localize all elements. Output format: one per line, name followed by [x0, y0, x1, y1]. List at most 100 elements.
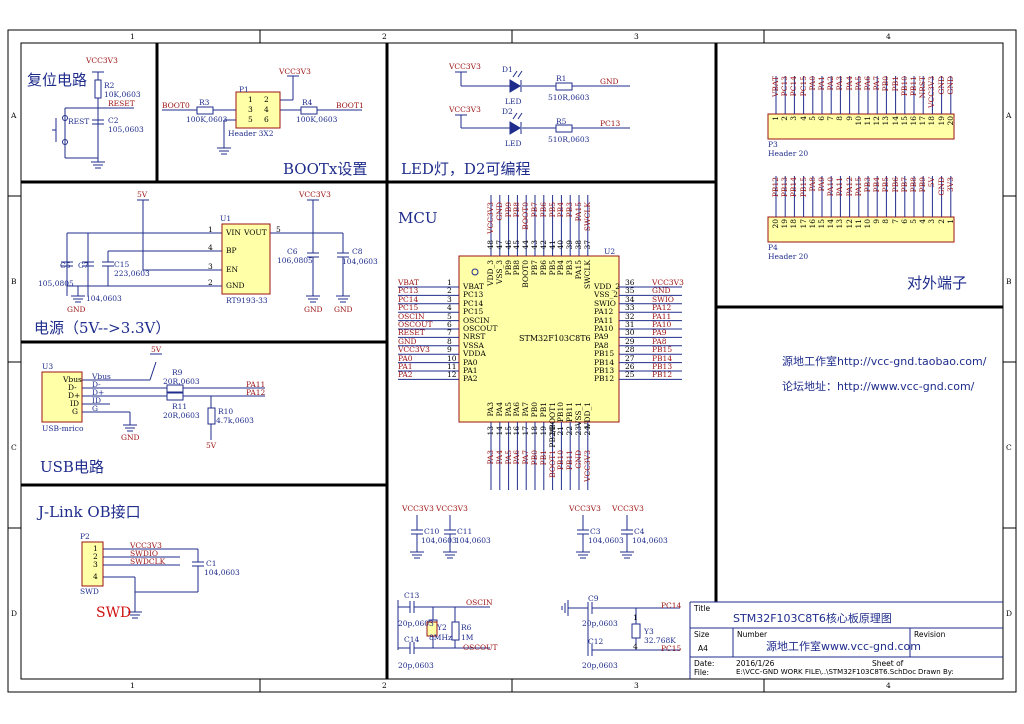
p4-net-1: PB12	[771, 177, 780, 198]
p3-net-18: VCC3V3	[927, 76, 937, 108]
mcu-right-net-34: SWIO	[652, 294, 674, 304]
mcu-bottom-pinnum-24: 24	[582, 426, 592, 436]
mcu-bottom-pin-16: PA6	[512, 402, 522, 417]
led-pc13-net: PC13	[600, 119, 621, 128]
usb-pa11-net: PA11	[246, 380, 266, 389]
mcu-bottom-pin-13: PA3	[486, 402, 495, 417]
section-title-swd: SWD	[96, 605, 132, 621]
tb-number-label: Number	[737, 630, 768, 639]
jlink-swdio-net: SWDIO	[130, 549, 158, 558]
p3-net-7: PA2	[826, 76, 836, 91]
power-gnd-2: GND	[304, 305, 323, 314]
boot-vcc-label: VCC3V3	[279, 67, 311, 76]
tb-file-label: File:	[694, 668, 710, 677]
mcu-top-pin-38: PA15	[574, 260, 583, 280]
tb-date-value: 2016/1/26	[736, 659, 775, 668]
r6-value: 1M	[461, 633, 474, 642]
mcu-bottom-net-15: PA5	[503, 450, 513, 465]
p3-pinnum-19: 19	[936, 116, 946, 126]
mcu-bottom-pin-17: PA7	[521, 402, 531, 417]
c1-value: 104,0603	[204, 568, 240, 577]
p2-pin-1: 1	[93, 544, 98, 553]
mcu-left-pinnum-8: 8	[447, 336, 452, 346]
r2-ref: R2	[104, 81, 115, 90]
p2-ref: P2	[80, 532, 90, 541]
mcu-top-net-37: SWCLK	[582, 202, 592, 232]
mcu-top-pin-43: PB7	[530, 260, 539, 276]
mcu-left-pin-4: PC15	[463, 307, 484, 317]
r2-value: 10K,0603	[104, 90, 141, 99]
mcu-top-pin-37: SWCLK	[582, 260, 592, 290]
usb-pa12-net: PA12	[246, 388, 266, 397]
mcu-left-net-2: PC13	[398, 286, 419, 296]
mcu-left-net-12: PA2	[398, 370, 413, 380]
p2-pin-3: 3	[93, 560, 98, 569]
mcu-right-pin-30: PA9	[594, 332, 609, 342]
p3-pinnum-16: 16	[909, 116, 918, 126]
p4-net-18: 5V	[927, 177, 937, 188]
xtal-pc14-net: PC14	[661, 601, 682, 610]
p4-value: Header 20	[768, 252, 809, 261]
mcu-left-pinnum-9: 9	[447, 345, 452, 355]
mcu-bottom-net-23: GND	[574, 450, 583, 469]
usb-wire-vbus: Vbus	[92, 372, 111, 381]
p2-pin-2: 2	[93, 552, 98, 561]
p3-pinnum-6: 6	[817, 116, 826, 121]
mcu-right-pinnum-30: 30	[625, 328, 635, 338]
boot0-net: BOOT0	[162, 101, 190, 110]
mcu-bottom-net-20: BOOT1	[547, 450, 557, 478]
r9-value: 20R,0603	[163, 377, 200, 386]
c6-value: 106,0805	[277, 256, 313, 265]
c10-value: 104,0603	[421, 536, 457, 545]
c2-ref: C2	[108, 116, 119, 125]
p4-net-6: PA9	[817, 177, 826, 192]
p3-net-12: PA7	[872, 76, 882, 91]
usb-pin-vbus: Vbus	[63, 375, 82, 384]
p4-pinnum-8: 8	[881, 219, 891, 224]
mcu-top-pinnum-48: 48	[486, 240, 495, 250]
p4-net-9: PA12	[844, 177, 854, 197]
p3-pinnum-11: 11	[863, 116, 872, 126]
p3-pinnum-12: 12	[872, 116, 882, 126]
power-gnd-1: GND	[67, 305, 86, 314]
c10-vcc: VCC3V3	[402, 504, 434, 513]
p4-pinnum-15: 15	[817, 219, 826, 229]
mcu-top-pinnum-39: 39	[565, 240, 575, 250]
mcu-left-net-8: GND	[398, 336, 417, 346]
jlink-swdclk-net: SWDCLK	[130, 557, 166, 566]
mcu-left-net-7: RESET	[398, 328, 425, 338]
p3-pinnum-20: 20	[945, 116, 955, 126]
mcu-top-pinnum-43: 43	[530, 240, 539, 250]
mcu-right-net-25: PB12	[652, 370, 673, 380]
p3-net-14: PB1	[890, 76, 900, 92]
u1-pin-en: EN	[226, 265, 239, 274]
border-col-3: 3	[634, 32, 639, 41]
mcu-right-pinnum-34: 34	[625, 294, 635, 304]
tb-title-value: STM32F103C8T6核心板原理图	[733, 612, 892, 625]
mcu-right-net-26: PB13	[652, 362, 673, 371]
mcu-top-net-41: PB5	[547, 202, 557, 218]
mcu-left-pin-8: VSSA	[463, 340, 484, 350]
mcu-right-pin-35: VSS_2	[594, 290, 619, 300]
mcu-right-pin-26: PB13	[594, 366, 615, 375]
mcu-right-pin-28: PB15	[594, 349, 615, 359]
mcu-right-pinnum-28: 28	[625, 345, 635, 355]
border-row-a-right: A	[1006, 111, 1012, 120]
p3-pinnum-3: 3	[789, 116, 799, 121]
mcu-bottom-pinnum-14: 14	[494, 426, 504, 436]
p1-pin-3: 3	[248, 105, 253, 114]
mcu-left-pin-12: PA2	[463, 374, 478, 384]
led1-vcc: VCC3V3	[449, 62, 481, 71]
boot1-net: BOOT1	[336, 101, 364, 110]
p3-pinnum-5: 5	[807, 116, 817, 121]
p3-pinnum-13: 13	[881, 116, 891, 126]
p3-net-9: PA4	[844, 76, 854, 91]
c14-ref: C14	[404, 635, 420, 644]
r10-value: 4.7k,0603	[216, 416, 254, 425]
p4-pinnum-13: 13	[835, 219, 845, 229]
border-row-d: D	[11, 609, 18, 618]
p4-pinnum-6: 6	[899, 219, 909, 224]
usb-wire-g: G	[92, 404, 98, 413]
c4-ref: C4	[634, 527, 645, 536]
p3-net-1: VBAT	[771, 76, 780, 97]
